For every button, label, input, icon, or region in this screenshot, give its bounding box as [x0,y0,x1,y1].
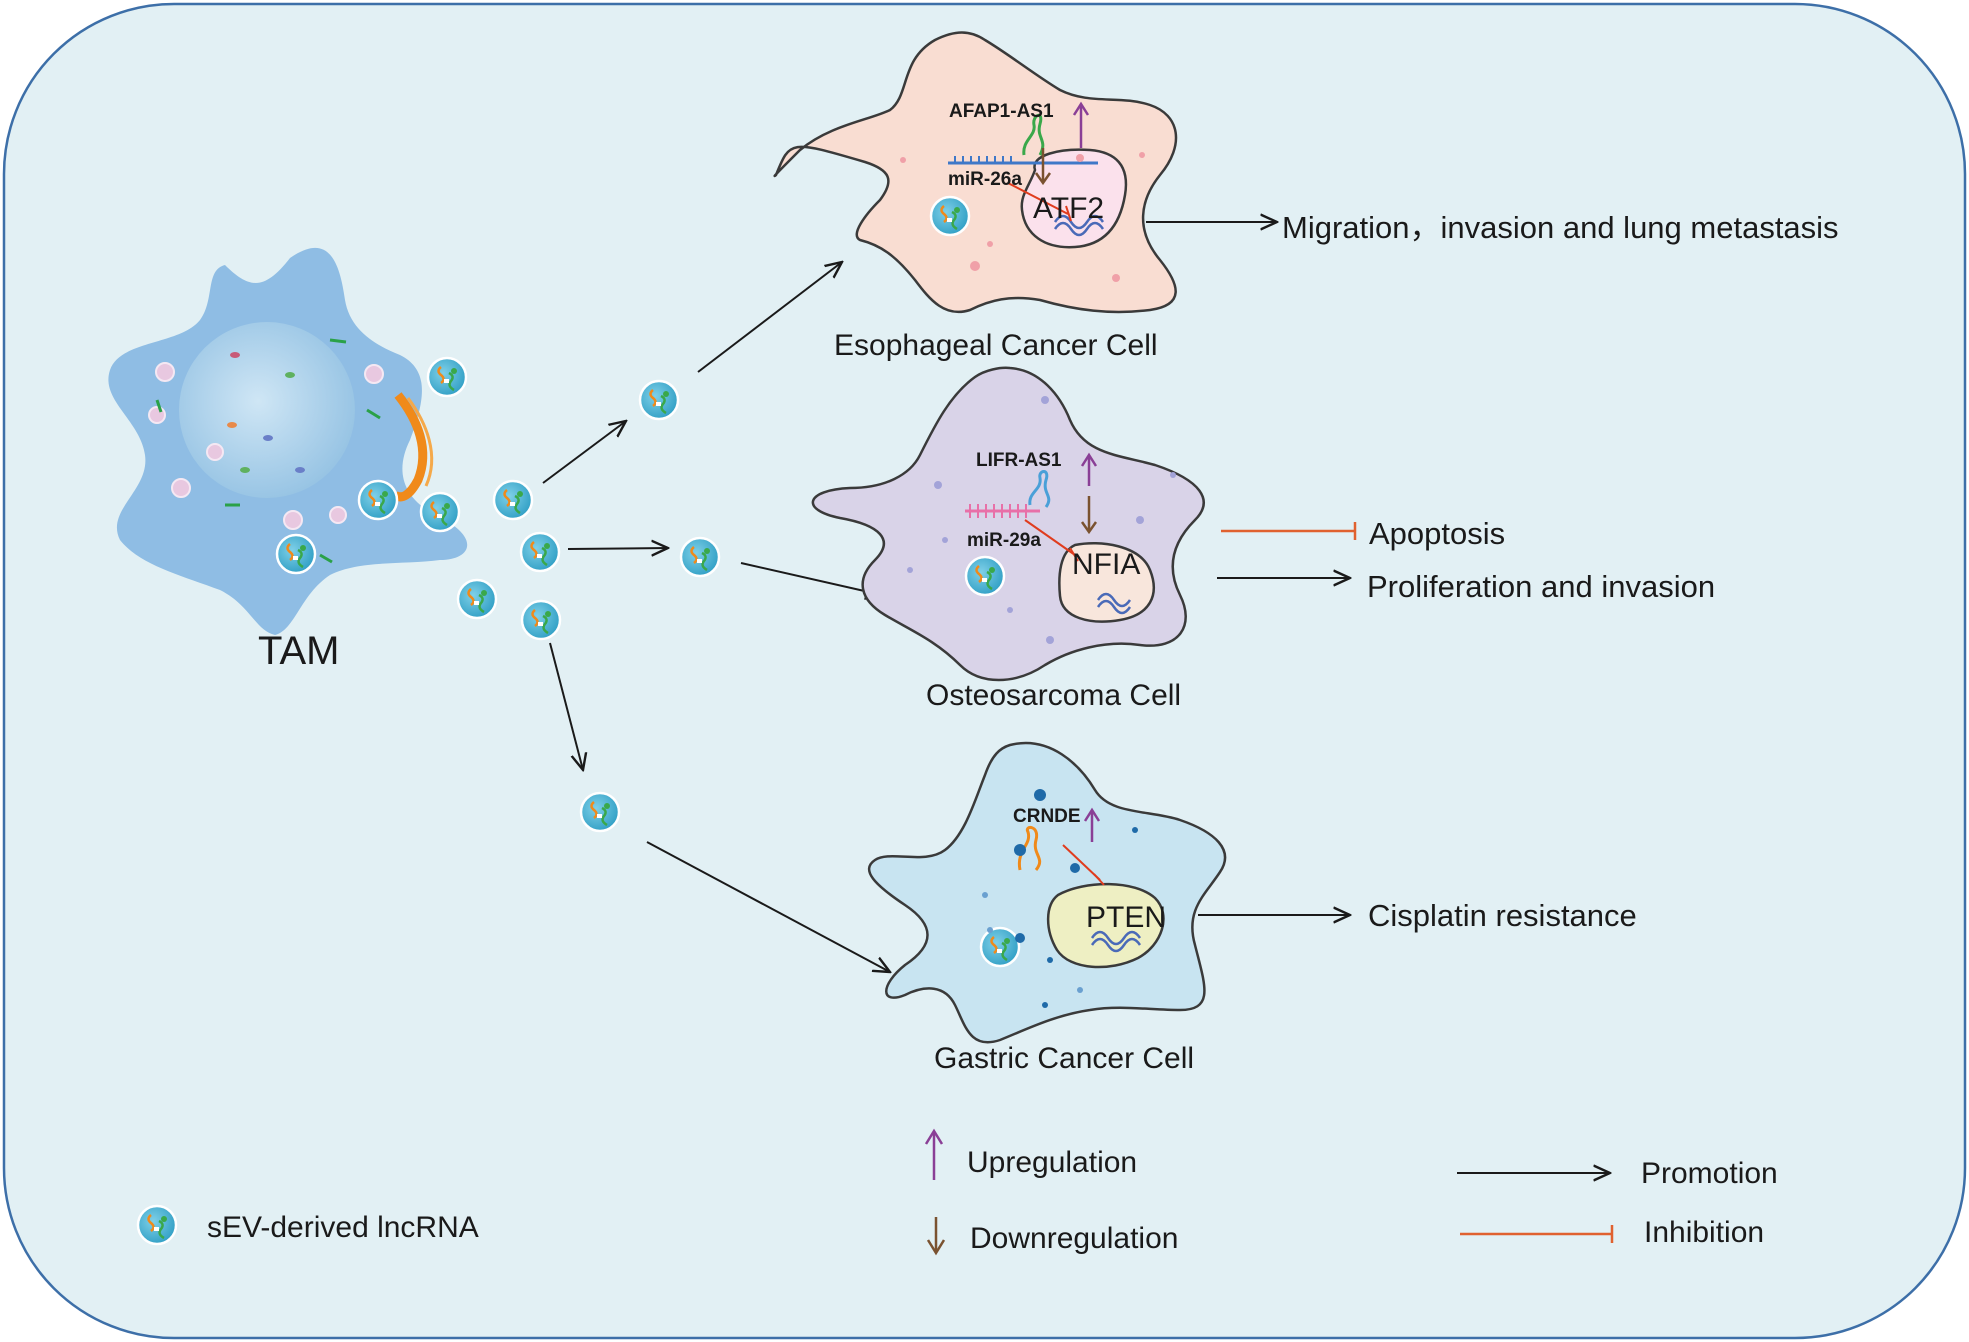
lncrna-label: AFAP1-AS1 [949,101,1054,122]
tam-nucleus [179,322,355,498]
gastric-cancer-cell: CRNDE PTEN Gastric Cancer Cell [868,741,1227,1075]
mirna-label: miR-26a [948,169,1022,190]
cell-label: Gastric Cancer Cell [934,1042,1194,1075]
lncrna-label: LIFR-AS1 [976,450,1062,471]
lncrna-label: CRNDE [1013,806,1081,827]
target-gene-label: ATF2 [1033,192,1104,225]
osteosarcoma-cell: LIFR-AS1 miR-29a NFIA Osteosarcoma Cell [811,366,1205,712]
legend-inhibition-label: Inhibition [1644,1216,1764,1249]
legend-up-label: Upregulation [967,1146,1137,1179]
effect-label: Proliferation and invasion [1367,569,1715,604]
legend-vesicle-label: sEV-derived lncRNA [207,1211,479,1244]
tam-cell: TAM [108,247,468,673]
legend-promotion-label: Promotion [1641,1157,1778,1190]
vesicle-icon [136,1204,178,1246]
esophageal-cancer-cell: AFAP1-AS1 miR-26a ATF2 Esophageal Cancer… [773,31,1178,362]
tam-label: TAM [258,629,339,673]
effect-label: Apoptosis [1369,516,1505,551]
cell-label: Esophageal Cancer Cell [834,329,1158,362]
legend-down-label: Downregulation [970,1222,1178,1255]
effects: Migration，invasion and lung metastasis A… [1146,210,1839,933]
target-gene-label: NFIA [1072,548,1140,581]
mirna-label: miR-29a [967,530,1041,551]
cell-label: Osteosarcoma Cell [926,679,1181,712]
tam-golgi [392,392,428,502]
target-gene-label: PTEN [1086,901,1166,934]
legend: sEV-derived lncRNA Upregulation Downregu… [136,1128,1778,1256]
effect-label: Cisplatin resistance [1368,898,1637,933]
effect-label: Migration，invasion and lung metastasis [1282,210,1839,245]
transfer-arrows [542,262,890,972]
